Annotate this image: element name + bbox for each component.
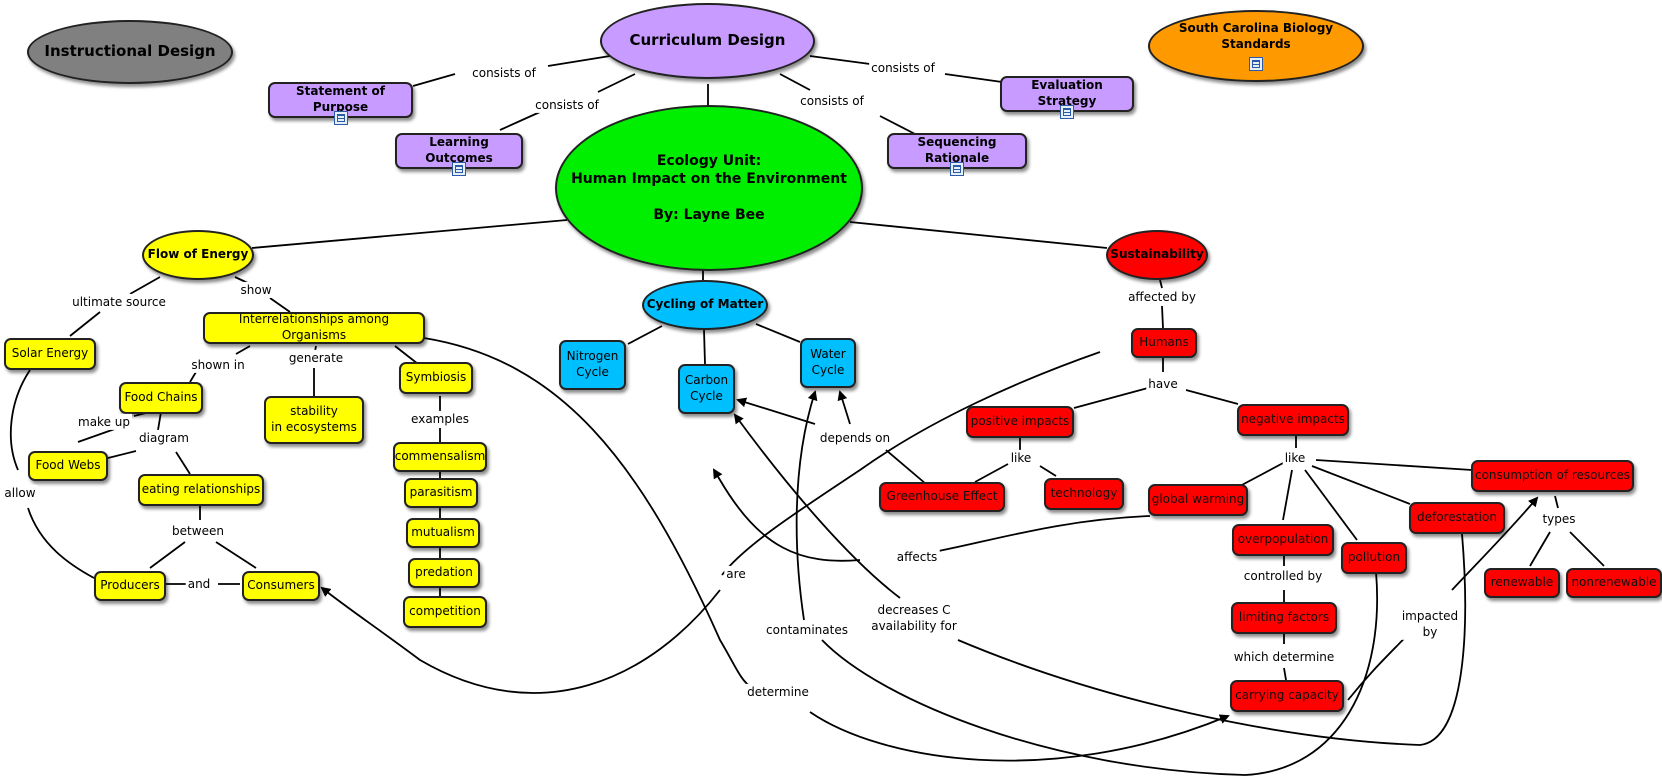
- link-label-show: show: [238, 281, 274, 299]
- link-label-contaminates: contaminates: [764, 621, 850, 639]
- link-label-make-up: make up: [76, 413, 132, 431]
- link-label-shown-in: shown in: [189, 356, 247, 374]
- limiting-factors-node[interactable]: limiting factors: [1231, 602, 1337, 634]
- document-icon[interactable]: [334, 111, 348, 125]
- interrelationships-node[interactable]: Interrelationships among Organisms: [203, 312, 425, 344]
- greenhouse-effect-node[interactable]: Greenhouse Effect: [879, 482, 1005, 512]
- instructional-design-node[interactable]: Instructional Design: [27, 20, 233, 84]
- link-label-which-determine: which determine: [1231, 648, 1337, 666]
- curriculum-design-node[interactable]: Curriculum Design: [600, 3, 815, 79]
- carrying-capacity-node[interactable]: carrying capacity: [1230, 680, 1344, 712]
- document-icon[interactable]: [1249, 56, 1263, 71]
- link-label-are: are: [724, 565, 748, 583]
- link-label-like: like: [1282, 449, 1308, 467]
- link-label-and: and: [185, 575, 213, 593]
- technology-node[interactable]: technology: [1044, 478, 1124, 510]
- global-warming-node[interactable]: global warming: [1148, 484, 1248, 516]
- link-label-consists-of: consists of: [798, 92, 866, 110]
- link-label-generate: generate: [286, 349, 346, 367]
- negative-impacts-node[interactable]: negative impacts: [1237, 404, 1349, 436]
- link-label-types: types: [1540, 510, 1578, 528]
- consumption-of-resources-node[interactable]: consumption of resources: [1471, 460, 1634, 492]
- sc-biology-standards-node[interactable]: South Carolina Biology Standards: [1148, 10, 1364, 82]
- link-label-diagram: diagram: [137, 429, 191, 447]
- water-cycle-node[interactable]: Water Cycle: [800, 338, 856, 388]
- learning-outcomes-node[interactable]: Learning Outcomes: [395, 133, 523, 169]
- link-label-impacted-by: impacted by: [1399, 607, 1461, 641]
- commensalism-node[interactable]: commensalism: [393, 442, 487, 472]
- humans-node[interactable]: Humans: [1131, 328, 1197, 358]
- food-chains-node[interactable]: Food Chains: [119, 382, 203, 414]
- nitrogen-cycle-node[interactable]: Nitrogen Cycle: [559, 340, 626, 390]
- pollution-node[interactable]: pollution: [1341, 542, 1407, 574]
- cycling-of-matter-node[interactable]: Cycling of Matter: [642, 280, 768, 330]
- consumers-node[interactable]: Consumers: [242, 571, 320, 601]
- document-icon[interactable]: [950, 162, 964, 176]
- link-label-consists-of: consists of: [470, 64, 538, 82]
- link-label-affects: affects: [894, 548, 940, 566]
- carbon-cycle-node[interactable]: Carbon Cycle: [678, 364, 735, 414]
- link-label-between: between: [170, 522, 226, 540]
- document-icon[interactable]: [1060, 105, 1074, 119]
- link-label-consists-of: consists of: [533, 96, 601, 114]
- producers-node[interactable]: Producers: [94, 571, 166, 601]
- link-label-decreases-c: decreases C availability for: [869, 601, 959, 635]
- link-label-affected-by: affected by: [1126, 288, 1198, 306]
- positive-impacts-node[interactable]: positive impacts: [966, 406, 1074, 438]
- ecology-unit-node[interactable]: Ecology Unit: Human Impact on the Enviro…: [555, 105, 863, 271]
- eating-relationships-node[interactable]: eating relationships: [138, 474, 264, 506]
- competition-node[interactable]: competition: [403, 596, 487, 628]
- overpopulation-node[interactable]: overpopulation: [1232, 524, 1334, 556]
- parasitism-node[interactable]: parasitism: [404, 478, 478, 508]
- mutualism-node[interactable]: mutualism: [406, 518, 480, 548]
- solar-energy-node[interactable]: Solar Energy: [4, 338, 96, 370]
- symbiosis-node[interactable]: Symbiosis: [399, 362, 473, 394]
- sc-biology-standards-label: South Carolina Biology Standards: [1178, 21, 1334, 51]
- link-label-ultimate-source: ultimate source: [70, 293, 168, 311]
- stability-node[interactable]: stability in ecosystems: [264, 396, 364, 444]
- document-icon[interactable]: [452, 162, 466, 176]
- link-label-determine: determine: [745, 683, 811, 701]
- link-label-controlled-by: controlled by: [1241, 567, 1325, 585]
- link-label-depends-on: depends on: [817, 429, 893, 447]
- nonrenewable-node[interactable]: nonrenewable: [1566, 568, 1662, 598]
- link-label-allow: allow: [2, 484, 38, 502]
- link-label-examples: examples: [409, 410, 471, 428]
- sustainability-node[interactable]: Sustainability: [1106, 230, 1208, 280]
- link-label-like: like: [1008, 449, 1034, 467]
- link-label-consists-of: consists of: [869, 59, 937, 77]
- renewable-node[interactable]: renewable: [1484, 568, 1560, 598]
- deforestation-node[interactable]: deforestation: [1409, 502, 1505, 534]
- predation-node[interactable]: predation: [408, 558, 480, 588]
- link-label-have: have: [1146, 375, 1180, 393]
- flow-of-energy-node[interactable]: Flow of Energy: [142, 230, 254, 280]
- food-webs-node[interactable]: Food Webs: [28, 451, 108, 481]
